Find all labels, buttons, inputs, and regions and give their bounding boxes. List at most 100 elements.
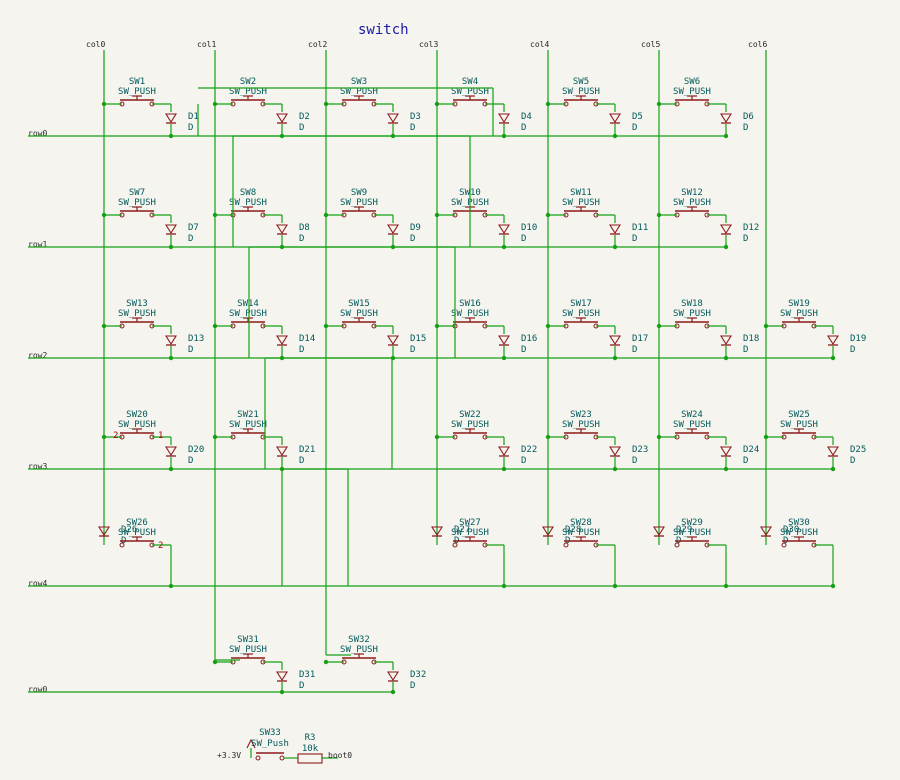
diode-D3-body: [387, 113, 399, 124]
diode-D25-body: [827, 446, 839, 457]
switch-SW23-value: SW_PUSH: [562, 420, 600, 430]
diode-D5-body: [609, 113, 621, 124]
switch-SW7-ref: SW7: [129, 188, 145, 198]
r3-ref: R3: [305, 733, 316, 743]
switch-SW19-ref: SW19: [788, 299, 810, 309]
junction-dot: [545, 212, 551, 218]
junction-dot: [101, 434, 107, 440]
switch-SW18-ref: SW18: [681, 299, 703, 309]
diode-D14-body: [276, 335, 288, 346]
pin-number: 1: [158, 431, 163, 441]
diode-D20-body: [165, 446, 177, 457]
switch-SW6-ref: SW6: [684, 77, 700, 87]
column-label-col3: col3: [419, 40, 438, 49]
row-label-row0: row0: [28, 129, 47, 138]
diode-D32-ref: D32: [410, 670, 426, 680]
diode-D23-value: D: [632, 456, 637, 466]
junction-dot: [101, 212, 107, 218]
diode-D18-ref: D18: [743, 334, 759, 344]
switch-SW25-value: SW_PUSH: [780, 420, 818, 430]
diode-D8-body: [276, 224, 288, 235]
switch-SW12-ref: SW12: [681, 188, 703, 198]
diode-D2-ref: D2: [299, 112, 310, 122]
junction-dot: [656, 434, 662, 440]
switch-SW8-value: SW_PUSH: [229, 198, 267, 208]
switch-SW12-value: SW_PUSH: [673, 198, 711, 208]
diode-D29-body: [653, 526, 665, 537]
diode-D6-body: [720, 113, 732, 124]
switch-SW21-ref: SW21: [237, 410, 259, 420]
diode-D23-ref: D23: [632, 445, 648, 455]
switch-SW26-value: SW_PUSH: [118, 528, 156, 538]
diode-D4-body: [498, 113, 510, 124]
diode-D12-body: [720, 224, 732, 235]
column-label-col4: col4: [530, 40, 549, 49]
junction-dot: [323, 212, 329, 218]
diode-D4-ref: D4: [521, 112, 532, 122]
junction-dot: [434, 101, 440, 107]
switch-SW4-ref: SW4: [462, 77, 478, 87]
diode-D24-ref: D24: [743, 445, 759, 455]
switch-SW13-ref: SW13: [126, 299, 148, 309]
switch-SW5-ref: SW5: [573, 77, 589, 87]
switch-SW27-contact: [452, 542, 458, 548]
switch-SW19-value: SW_PUSH: [780, 309, 818, 319]
diode-D7-body: [165, 224, 177, 235]
diode-D15-body: [387, 335, 399, 346]
pin-number: 2: [113, 431, 118, 441]
switch-SW14-ref: SW14: [237, 299, 259, 309]
switch-SW23-ref: SW23: [570, 410, 592, 420]
diode-D1-ref: D1: [188, 112, 199, 122]
switch-SW30-contact: [781, 542, 787, 548]
r3-value: 10k: [302, 744, 319, 754]
diode-D22-value: D: [521, 456, 526, 466]
switch-SW7-value: SW_PUSH: [118, 198, 156, 208]
sw33-contact: [255, 755, 261, 761]
diode-D13-value: D: [188, 345, 193, 355]
switch-SW24-ref: SW24: [681, 410, 703, 420]
diode-D15-ref: D15: [410, 334, 426, 344]
diode-D31-value: D: [299, 681, 304, 691]
diode-D3-value: D: [410, 123, 415, 133]
switch-SW22-ref: SW22: [459, 410, 481, 420]
diode-D30-ref: D30: [783, 525, 799, 535]
diode-D31-ref: D31: [299, 670, 315, 680]
switch-SW2-ref: SW2: [240, 77, 256, 87]
switch-SW13-value: SW_PUSH: [118, 309, 156, 319]
junction-dot: [545, 101, 551, 107]
junction-dot: [212, 212, 218, 218]
junction-dot: [434, 434, 440, 440]
junction-dot: [212, 659, 218, 665]
diode-D28-body: [542, 526, 554, 537]
diode-D10-ref: D10: [521, 223, 537, 233]
diode-D11-value: D: [632, 234, 637, 244]
diode-D7-value: D: [188, 234, 193, 244]
junction-dot: [763, 434, 769, 440]
diode-D29-ref: D29: [676, 525, 692, 535]
junction-dot: [656, 323, 662, 329]
diode-D24-value: D: [743, 456, 748, 466]
diode-D8-ref: D8: [299, 223, 310, 233]
diode-D16-value: D: [521, 345, 526, 355]
switch-SW26-contact: [119, 542, 125, 548]
junction-dot: [323, 323, 329, 329]
column-label-col6: col6: [748, 40, 767, 49]
diode-D15-value: D: [410, 345, 415, 355]
diode-D22-ref: D22: [521, 445, 537, 455]
row-label-row1: row1: [28, 240, 47, 249]
diode-D8-value: D: [299, 234, 304, 244]
switch-SW21-value: SW_PUSH: [229, 420, 267, 430]
diode-D4-value: D: [521, 123, 526, 133]
diode-D17-ref: D17: [632, 334, 648, 344]
switch-SW30-ref: SW30: [788, 518, 810, 528]
switch-SW22-value: SW_PUSH: [451, 420, 489, 430]
junction-dot: [212, 101, 218, 107]
resistor-r3: [297, 753, 323, 764]
junction-dot: [763, 323, 769, 329]
diode-D6-ref: D6: [743, 112, 754, 122]
switch-SW17-value: SW_PUSH: [562, 309, 600, 319]
diode-D25-value: D: [850, 456, 855, 466]
diode-D26-body: [98, 526, 110, 537]
switch-SW27-value: SW_PUSH: [451, 528, 489, 538]
